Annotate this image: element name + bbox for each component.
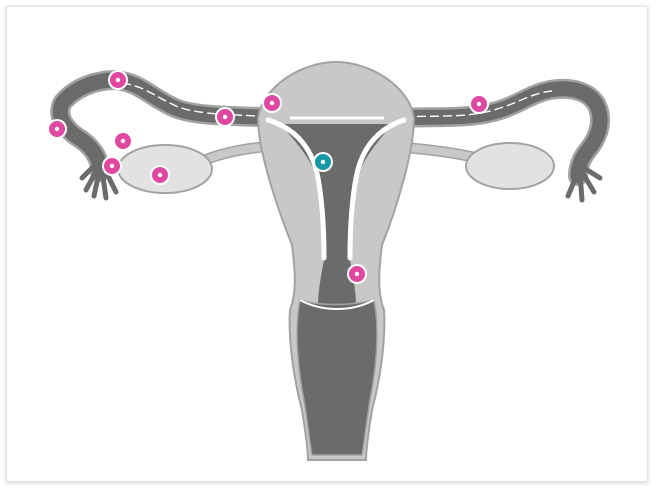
- marker-tube-right: [469, 94, 489, 114]
- marker-fimbria-left-outer: [47, 119, 67, 139]
- marker-uterine-cavity: [313, 152, 333, 172]
- marker-cervix: [347, 264, 367, 284]
- marker-tube-left-top: [108, 70, 128, 90]
- marker-fimbria-left-lower: [102, 156, 122, 176]
- marker-ovary-left: [150, 165, 170, 185]
- vagina: [297, 300, 377, 455]
- marker-fundus: [262, 93, 282, 113]
- marker-tube-left-inner: [215, 107, 235, 127]
- right-ovary: [466, 143, 554, 189]
- marker-tube-left-lower: [113, 131, 133, 151]
